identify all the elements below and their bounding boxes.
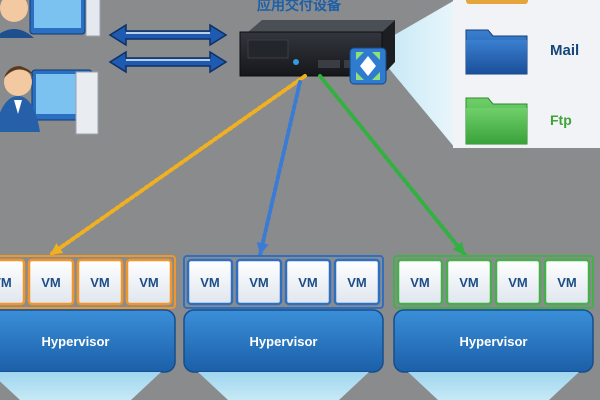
dotted-link	[256, 80, 302, 257]
vm-box[interactable]: VM	[27, 258, 75, 306]
vm-box[interactable]: VM	[396, 258, 444, 306]
user-at-computer-icon	[0, 66, 99, 135]
vm-box[interactable]: VM	[235, 258, 283, 306]
vm-label: VM	[41, 275, 61, 290]
vm-label: VM	[347, 275, 367, 290]
hypervisor-label: Hypervisor	[42, 334, 110, 349]
vm-cluster: VM VM VM VM Hypervisor	[0, 255, 176, 400]
vm-box[interactable]: VM	[76, 258, 124, 306]
vm-box[interactable]: VM	[186, 258, 234, 306]
vm-box[interactable]: VM	[543, 258, 591, 306]
funnel-shape	[408, 372, 579, 400]
dotted-link	[48, 74, 307, 257]
hypervisor-bar: Hypervisor	[0, 309, 176, 373]
cluster-frame	[393, 255, 594, 309]
vm-label: VM	[90, 275, 110, 290]
ftp-label: Ftp	[550, 112, 572, 128]
vm-box[interactable]: VM	[125, 258, 173, 306]
bidirectional-arrow-icon	[108, 50, 228, 74]
user-at-computer-icon	[0, 0, 101, 38]
arrowhead-icon	[50, 243, 64, 255]
connector-links	[48, 74, 467, 257]
vm-label: VM	[459, 275, 479, 290]
vm-box[interactable]: VM	[494, 258, 542, 306]
hypervisor-bar: Hypervisor	[183, 309, 384, 373]
mail-folder-icon	[465, 29, 528, 75]
vm-label: VM	[410, 275, 430, 290]
vm-label: VM	[508, 275, 528, 290]
hypervisor-bar: Hypervisor	[393, 309, 594, 373]
hypervisor-label: Hypervisor	[250, 334, 318, 349]
vm-label: VM	[139, 275, 159, 290]
device-title: 应用交付设备	[257, 0, 342, 14]
vm-label: VM	[0, 275, 12, 290]
funnel-shape	[198, 372, 369, 400]
vm-box[interactable]: VM	[445, 258, 493, 306]
hypervisor-label: Hypervisor	[460, 334, 528, 349]
bidirectional-arrow-icon	[108, 23, 228, 47]
vm-cluster: VM VM VM VM Hypervisor	[183, 255, 384, 400]
arrowhead-icon	[452, 241, 465, 255]
vm-label: VM	[200, 275, 220, 290]
load-balancer-icon	[349, 47, 387, 85]
funnel-shape	[0, 372, 161, 400]
vm-cluster: VM VM VM VM Hypervisor	[393, 255, 594, 400]
ftp-folder-icon	[465, 97, 528, 145]
vm-box[interactable]: VM	[333, 258, 381, 306]
cluster-frame	[0, 255, 176, 309]
dotted-link	[318, 74, 467, 257]
cluster-frame	[183, 255, 384, 309]
clusters: VMVMVMVMHypervisorVMVMVMVMHypervisorVMVM…	[0, 255, 594, 400]
vm-box[interactable]: VM	[0, 258, 26, 306]
mail-label: Mail	[550, 42, 579, 59]
vm-box[interactable]: VM	[284, 258, 332, 306]
arrowhead-icon	[256, 241, 269, 255]
folder-icon	[466, 0, 528, 4]
vm-label: VM	[298, 275, 318, 290]
vm-label: VM	[249, 275, 269, 290]
vm-label: VM	[557, 275, 577, 290]
